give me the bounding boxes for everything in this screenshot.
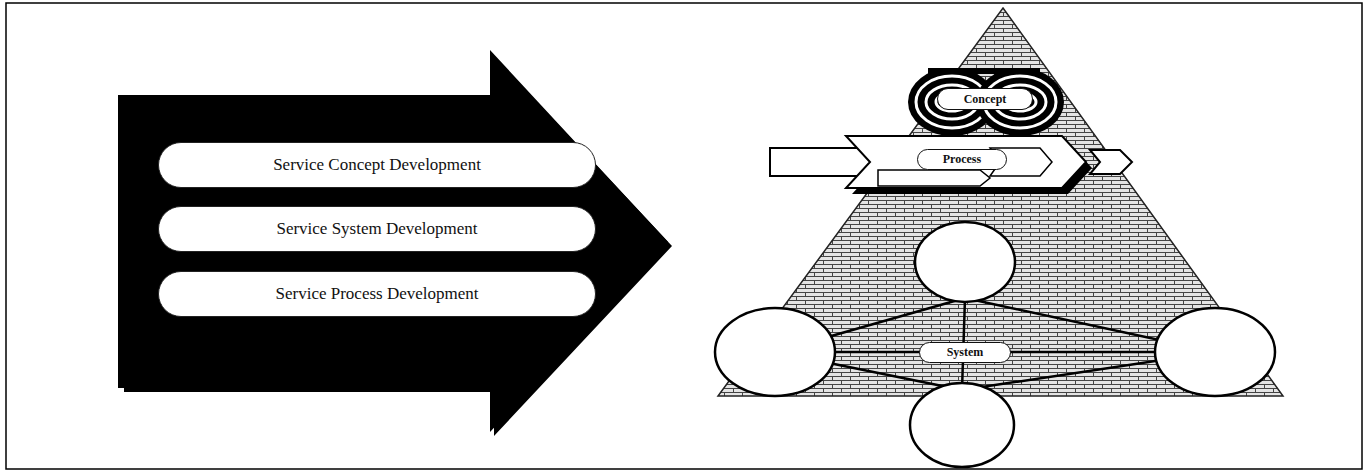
frame — [6, 3, 1362, 469]
process-chevrons — [770, 136, 1132, 194]
node-text: Service Concept Development — [273, 155, 481, 175]
node-text: Process — [943, 152, 981, 167]
node-text: Service Process Development — [276, 284, 479, 304]
node-text: Service System Development — [276, 219, 477, 239]
concept-rings — [908, 68, 1064, 136]
pill-label: Process — [917, 149, 1007, 170]
pill-label: System — [919, 342, 1011, 363]
band-box: Service Process Development — [158, 271, 596, 317]
system-network — [715, 222, 1275, 467]
band-box: Service System Development — [158, 206, 596, 252]
big-arrow — [118, 50, 668, 432]
node-text: Concept — [964, 92, 1007, 107]
node-text: System — [947, 345, 984, 360]
band-box: Service Concept Development — [158, 142, 596, 188]
pill-label: Concept — [937, 88, 1033, 110]
